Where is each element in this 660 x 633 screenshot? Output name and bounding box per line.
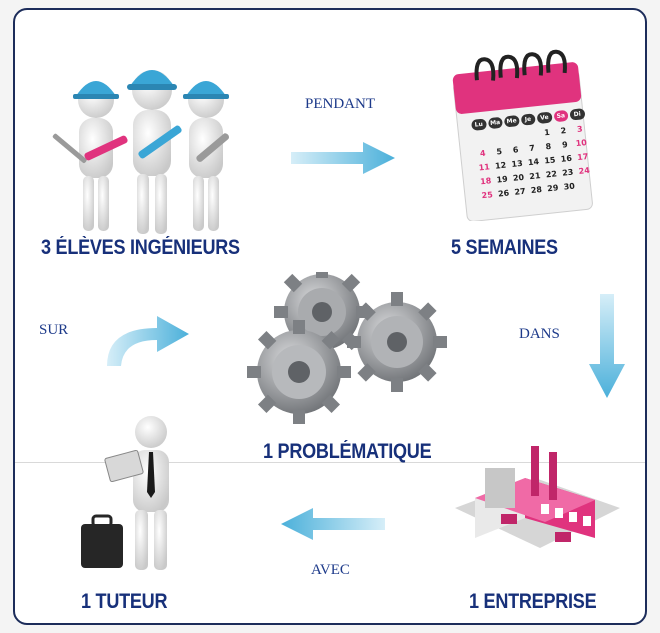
connector-sur: SUR [39, 322, 69, 338]
factory-icon [455, 446, 620, 548]
arrow-down [585, 292, 629, 402]
node-label-problem: 1 PROBLÉMATIQUE [263, 440, 432, 463]
curved-arrow-icon [107, 316, 189, 366]
factory-illustration [445, 438, 625, 568]
calendar-weekday-badge: Ma [487, 116, 503, 130]
node-label-weeks: 5 SEMAINES [451, 236, 558, 259]
tutor-illustration [75, 412, 205, 577]
node-label-tutor: 1 TUTEUR [81, 590, 168, 613]
calendar-icon [452, 49, 593, 221]
connector-dans: DANS [519, 326, 560, 342]
arrow-right [289, 138, 399, 178]
calendar-weekday-badge: Sa [553, 109, 569, 123]
node-label-students: 3 ÉLÈVES INGÉNIEURS [41, 236, 240, 259]
calendar-day: 30 [563, 181, 576, 192]
gears-illustration [237, 272, 467, 432]
calendar-weekday-badge: Di [569, 108, 586, 121]
calendar-weekday-badge: Je [520, 113, 536, 126]
connector-avec: AVEC [311, 562, 350, 578]
arrow-left [277, 504, 387, 544]
arrow-down-icon [589, 294, 625, 398]
calendar-day: 28 [530, 184, 543, 196]
divider-line [15, 462, 645, 463]
calendar-day: 25 [481, 190, 494, 201]
calendar-day: 27 [514, 186, 527, 197]
calendar-weekday-badge: Ve [536, 111, 553, 125]
calendar-day [577, 178, 595, 194]
calendar-weekday-badge: Lu [471, 118, 487, 131]
arrow-curved-up-right [97, 308, 197, 368]
connector-pendant: PENDANT [305, 96, 375, 112]
calendar-weekday-badge: Me [503, 115, 520, 128]
calendar-day: 26 [497, 188, 510, 199]
calendar-illustration [445, 46, 595, 221]
gears-icon [247, 272, 447, 424]
arrow-right-icon [291, 142, 395, 174]
arrow-left-icon [281, 508, 385, 540]
calendar-day: 29 [546, 183, 559, 194]
node-label-company: 1 ENTREPRISE [469, 590, 597, 613]
engineers-illustration [43, 48, 243, 238]
